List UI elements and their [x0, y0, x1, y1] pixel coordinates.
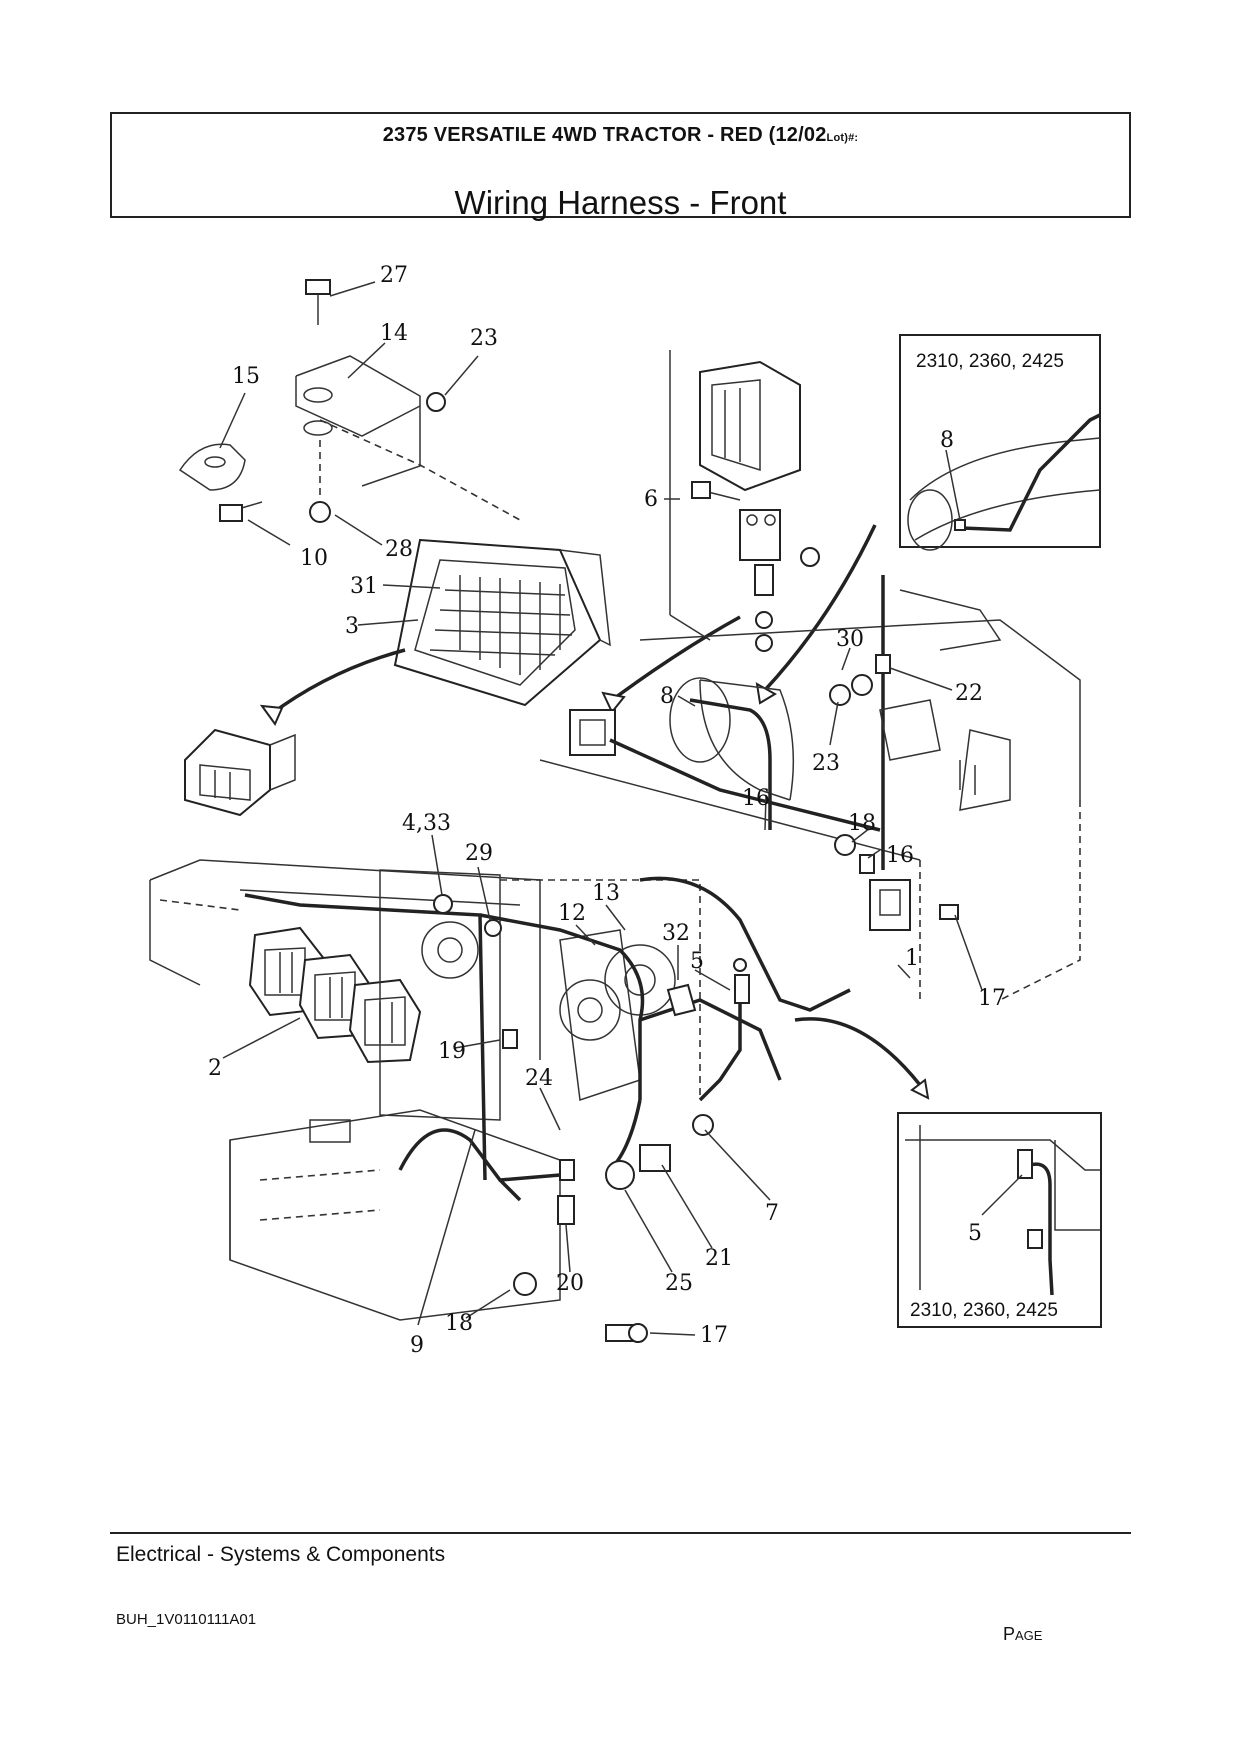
callout-12: 12	[558, 901, 586, 926]
callout-6: 6	[644, 487, 658, 512]
callout-18b: 18	[445, 1311, 473, 1336]
callout-25: 25	[665, 1271, 693, 1296]
callout-14: 14	[380, 321, 408, 346]
main-harness	[244, 876, 851, 1202]
callout-16b: 16	[886, 843, 914, 868]
callout-28: 28	[385, 537, 413, 562]
page-title: Wiring Harness - Front	[454, 184, 787, 221]
footer-section-title: Electrical - Systems & Components	[116, 1543, 446, 1566]
callout-5: 5	[690, 949, 704, 974]
inset-top-label: 2310, 2360, 2425	[916, 351, 1064, 372]
callout-31: 31	[350, 574, 378, 599]
callout-13: 13	[592, 881, 620, 906]
callout-20: 20	[556, 1271, 584, 1296]
callout-17: 17	[978, 986, 1006, 1011]
callout-inset-8: 8	[940, 428, 954, 453]
arrow-light-left	[268, 648, 406, 717]
bracket-assembly	[178, 279, 521, 523]
tank-assembly	[539, 619, 1081, 861]
callout-22: 22	[955, 681, 983, 706]
inset-top-drawing	[907, 413, 1101, 551]
footer-page-label: Page	[1003, 1624, 1043, 1644]
callout-7: 7	[765, 1201, 779, 1226]
title-lot: Lot)	[826, 132, 849, 144]
work-light-main	[393, 538, 611, 707]
arrow-top-right-1	[610, 615, 741, 702]
inset-bottom-label: 2310, 2360, 2425	[910, 1300, 1058, 1321]
callout-1: 1	[905, 946, 919, 971]
callout-8: 8	[660, 684, 674, 709]
footer-divider	[110, 1532, 1131, 1534]
callout-3: 3	[345, 614, 359, 639]
callout-2: 2	[208, 1056, 222, 1081]
front-lamp-cluster	[149, 859, 541, 1064]
leader-lines	[219, 281, 1023, 1336]
callout-9: 9	[410, 1333, 424, 1358]
base-frame	[229, 1109, 561, 1321]
callout-32: 32	[662, 921, 690, 946]
callout-23: 23	[470, 326, 498, 351]
right-hardware	[829, 575, 1081, 1001]
callout-27: 27	[380, 263, 408, 288]
callout-30: 30	[836, 627, 864, 652]
arrow-to-inset-bottom	[794, 1017, 922, 1087]
title-text: 2375 VERSATILE 4WD TRACTOR - RED (12/02	[382, 124, 827, 146]
header-box: 2375 VERSATILE 4WD TRACTOR - RED (12/02L…	[110, 112, 1131, 221]
work-light-left	[184, 728, 296, 817]
callout-21: 21	[705, 1246, 733, 1271]
callout-18: 18	[848, 811, 876, 836]
footer-document-code: BUH_1V0110111A01	[116, 1611, 257, 1628]
callout-19: 19	[438, 1039, 466, 1064]
header-title: 2375 VERSATILE 4WD TRACTOR - RED (12/02L…	[112, 124, 1129, 147]
callout-23b: 23	[812, 751, 840, 776]
callout-10: 10	[300, 546, 328, 571]
callout-4-33: 4,33	[402, 811, 451, 836]
callout-24: 24	[525, 1066, 553, 1091]
callout-16: 16	[742, 786, 770, 811]
inset-bottom-drawing	[905, 1125, 1100, 1296]
callout-15: 15	[232, 364, 260, 389]
inset-top-frame	[899, 334, 1101, 548]
callout-inset-5: 5	[968, 1221, 982, 1246]
work-light-top-right	[669, 350, 820, 652]
center-hardware	[433, 894, 750, 1343]
callout-29: 29	[465, 841, 493, 866]
callout-17b: 17	[700, 1323, 728, 1348]
title-mark: #:	[848, 132, 859, 144]
arrow-top-right-2	[763, 524, 877, 692]
inset-bottom-frame	[897, 1112, 1102, 1328]
